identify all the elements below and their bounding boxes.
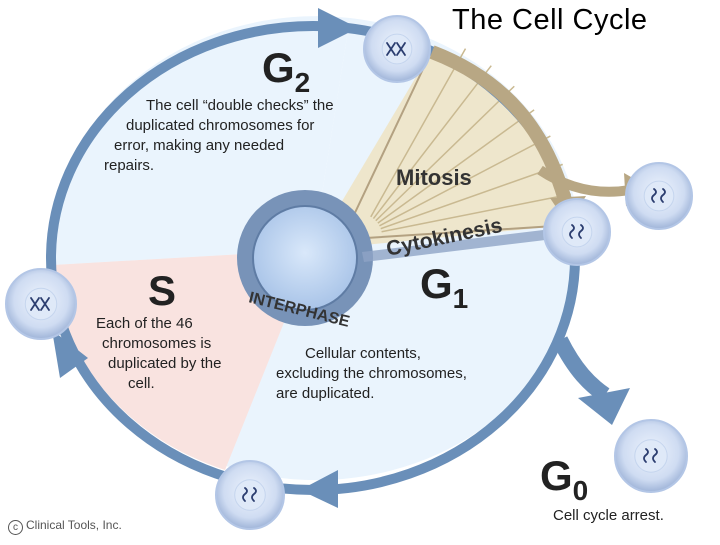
g1-description-line-3: are duplicated. <box>276 385 374 402</box>
chromosome-glyph <box>643 448 658 463</box>
g2-description-line-1: The cell “double checks” the <box>146 97 334 114</box>
g2-description-line-3: error, making any needed <box>114 137 284 154</box>
mitosis-fan-line <box>380 163 563 230</box>
cell-g0 <box>614 419 688 493</box>
mitosis-fan-line <box>379 135 551 227</box>
interphase-core-inner <box>252 205 358 311</box>
g0-label: G0 <box>540 452 588 506</box>
g2-description-line-4: repairs. <box>104 157 154 174</box>
chromosome-glyph <box>569 224 584 239</box>
s-phase-region <box>53 250 313 470</box>
g1-description-line-1: Cellular contents, <box>305 345 421 362</box>
daughter-cell-arrow <box>537 165 631 197</box>
cell-nucleus <box>381 33 413 65</box>
cytokinesis-band <box>362 228 562 262</box>
page-title: The Cell Cycle <box>452 4 648 36</box>
g0-exit-arrowhead <box>578 388 630 425</box>
cell-s-left <box>5 268 77 340</box>
g1-description: Cellular contents, excluding the chromos… <box>276 345 467 402</box>
cell-g1-bottom <box>215 460 285 530</box>
cell-nucleus <box>643 180 675 212</box>
mitosis-fan-line <box>370 48 467 218</box>
copyright-icon: c <box>8 520 23 535</box>
s-label: S <box>148 267 176 314</box>
cell-daughter-2 <box>625 162 693 230</box>
copyright-text: Clinical Tools, Inc. <box>26 518 122 532</box>
cell-g2-top <box>363 15 431 83</box>
mitosis-fan-lines <box>370 48 572 233</box>
g2-description: The cell “double checks” the duplicated … <box>104 97 334 174</box>
mitosis-fan-line <box>377 109 535 224</box>
chromosome-glyph <box>242 487 257 502</box>
mitosis-fan-line <box>372 65 492 220</box>
cycle-arrowhead-bottom <box>300 470 338 508</box>
s-description-line-1: Each of the 46 <box>96 315 193 332</box>
g0-description: Cell cycle arrest. <box>553 507 664 524</box>
mitosis-fan-line <box>375 85 515 222</box>
g1-label: G1 <box>420 260 468 314</box>
mitosis-label: Mitosis <box>396 165 472 190</box>
chromosome-glyph <box>30 297 50 311</box>
cell-nucleus <box>24 287 58 321</box>
cell-nucleus <box>634 439 668 473</box>
g2-label: G2 <box>262 44 310 98</box>
s-description-line-3: duplicated by the <box>108 355 221 372</box>
chromosome-glyph <box>651 188 666 203</box>
cycle-arrowhead-top <box>318 8 358 48</box>
cell-nucleus <box>234 479 266 511</box>
s-description: Each of the 46 chromosomes is duplicated… <box>96 315 221 392</box>
g1-description-line-2: excluding the chromosomes, <box>276 365 467 382</box>
s-description-line-4: cell. <box>128 375 155 392</box>
cycle-arrowhead-left <box>52 330 88 378</box>
cell-daughter-1 <box>543 198 611 266</box>
mitosis-fan <box>313 50 570 250</box>
cell-nucleus <box>561 216 593 248</box>
mitosis-fan-line <box>381 193 572 233</box>
g0-exit-arrow <box>552 336 610 402</box>
cells-layer <box>5 15 693 530</box>
mitosis-fan-outline <box>351 49 571 239</box>
g2-description-line-2: duplicated chromosomes for <box>126 117 314 134</box>
chromosome-glyph <box>386 42 406 56</box>
s-description-line-2: chromosomes is <box>102 335 211 352</box>
